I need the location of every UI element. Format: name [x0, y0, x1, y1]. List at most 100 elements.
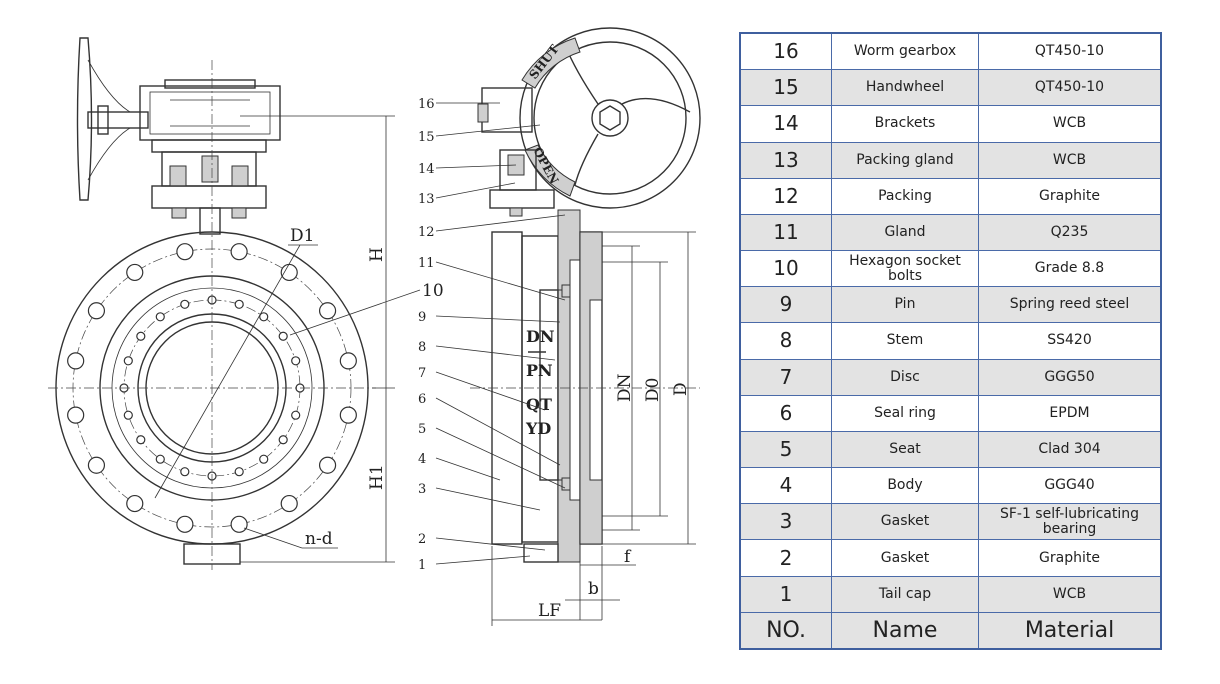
callout-1: 1	[418, 558, 426, 573]
part-name: Gland	[831, 213, 979, 252]
seal-top	[561, 284, 571, 298]
part-material: Clad 304	[978, 430, 1162, 469]
neck	[199, 207, 221, 235]
part-material: Q235	[978, 213, 1162, 252]
part-material: Spring reed steel	[978, 286, 1162, 324]
screw-hole	[234, 299, 244, 309]
front-view: D1 10 n-d H H1	[48, 37, 444, 570]
callout-2: 2	[418, 532, 426, 547]
part-number: 5	[739, 430, 832, 469]
callout-11: 11	[418, 256, 435, 271]
part-material: QT450-10	[978, 69, 1162, 107]
screw-hole	[259, 312, 269, 322]
bolt-hole	[318, 456, 337, 474]
shut-arc	[521, 37, 581, 89]
part-name: Body	[831, 467, 979, 505]
mark-DN: DN	[526, 327, 555, 346]
callout-3: 3	[418, 482, 426, 497]
screw-hole	[136, 331, 146, 341]
part-number: 14	[739, 105, 832, 143]
label-10: 10	[422, 281, 444, 301]
part-name: Brackets	[831, 105, 979, 143]
bolt-hole	[67, 406, 85, 424]
side-view: SHUT OPEN DN PN QT YD	[418, 27, 701, 626]
bracket-nut-left	[169, 165, 187, 187]
top-flange-side	[489, 189, 555, 209]
bolt-right	[231, 207, 247, 219]
header-name: Name	[831, 611, 979, 650]
hub-hex	[599, 105, 621, 131]
part-material: SF-1 self-lubricating bearing	[978, 503, 1162, 541]
body-wall-hatch	[557, 289, 571, 481]
part-name: Hexagon socket bolts	[831, 250, 979, 288]
callout-7: 7	[418, 366, 426, 381]
part-material: WCB	[978, 575, 1162, 613]
part-name: Disc	[831, 358, 979, 396]
handwheel-spokes	[87, 59, 131, 181]
handwheel-profile	[76, 37, 93, 201]
callout-15: 15	[418, 130, 435, 145]
part-number: 7	[739, 358, 832, 396]
gearbox-body	[139, 85, 281, 141]
label-D1: D1	[290, 226, 314, 246]
outer-bolt-holes	[67, 243, 357, 533]
part-name: Seal ring	[831, 394, 979, 432]
gearbox-top	[164, 79, 256, 89]
top-bolt-side	[509, 207, 523, 217]
part-material: GGG50	[978, 358, 1162, 396]
screw-hole	[180, 299, 190, 309]
dim-DN: DN	[615, 373, 635, 402]
part-material: Graphite	[978, 539, 1162, 577]
tail-cap	[523, 543, 559, 563]
callout-16: 16	[418, 97, 435, 112]
screw-hole	[155, 312, 165, 322]
flange-right-hatch	[579, 231, 603, 545]
part-number: 1	[739, 575, 832, 613]
part-name: Handwheel	[831, 69, 979, 107]
part-material: Graphite	[978, 177, 1162, 215]
dim-D: D	[671, 382, 691, 396]
part-name: Stem	[831, 322, 979, 360]
part-material: GGG40	[978, 467, 1162, 505]
bolt-hole	[339, 406, 357, 424]
valve-technical-drawing: D1 10 n-d H H1 SHUT OPEN DN	[48, 27, 701, 626]
handwheel-rim-outer	[519, 27, 701, 209]
screw-hole	[291, 356, 301, 366]
body-bottom-hatch	[557, 479, 581, 563]
part-material: WCB	[978, 141, 1162, 179]
part-number: 11	[739, 213, 832, 252]
bolt-hole	[176, 243, 194, 261]
part-number: 13	[739, 141, 832, 179]
part-name: Packing	[831, 177, 979, 215]
bolt-hole	[339, 352, 357, 370]
callout-8: 8	[418, 340, 426, 355]
callout-14: 14	[418, 162, 435, 177]
screw-hole	[291, 410, 301, 420]
mark-QT: QT	[526, 395, 552, 414]
seal-bottom	[561, 477, 571, 491]
part-number: 3	[739, 503, 832, 541]
bracket-nut-center	[201, 155, 219, 183]
header-material: Material	[978, 611, 1162, 650]
part-number: 10	[739, 250, 832, 288]
bolt-hole	[126, 494, 144, 513]
bolt-left	[171, 207, 187, 219]
part-name: Pin	[831, 286, 979, 324]
part-name: Seat	[831, 430, 979, 469]
part-number: 9	[739, 286, 832, 324]
screw-hole	[180, 467, 190, 477]
bolt-hole	[230, 515, 248, 533]
part-number: 4	[739, 467, 832, 505]
body-neck-hatch	[557, 209, 581, 291]
